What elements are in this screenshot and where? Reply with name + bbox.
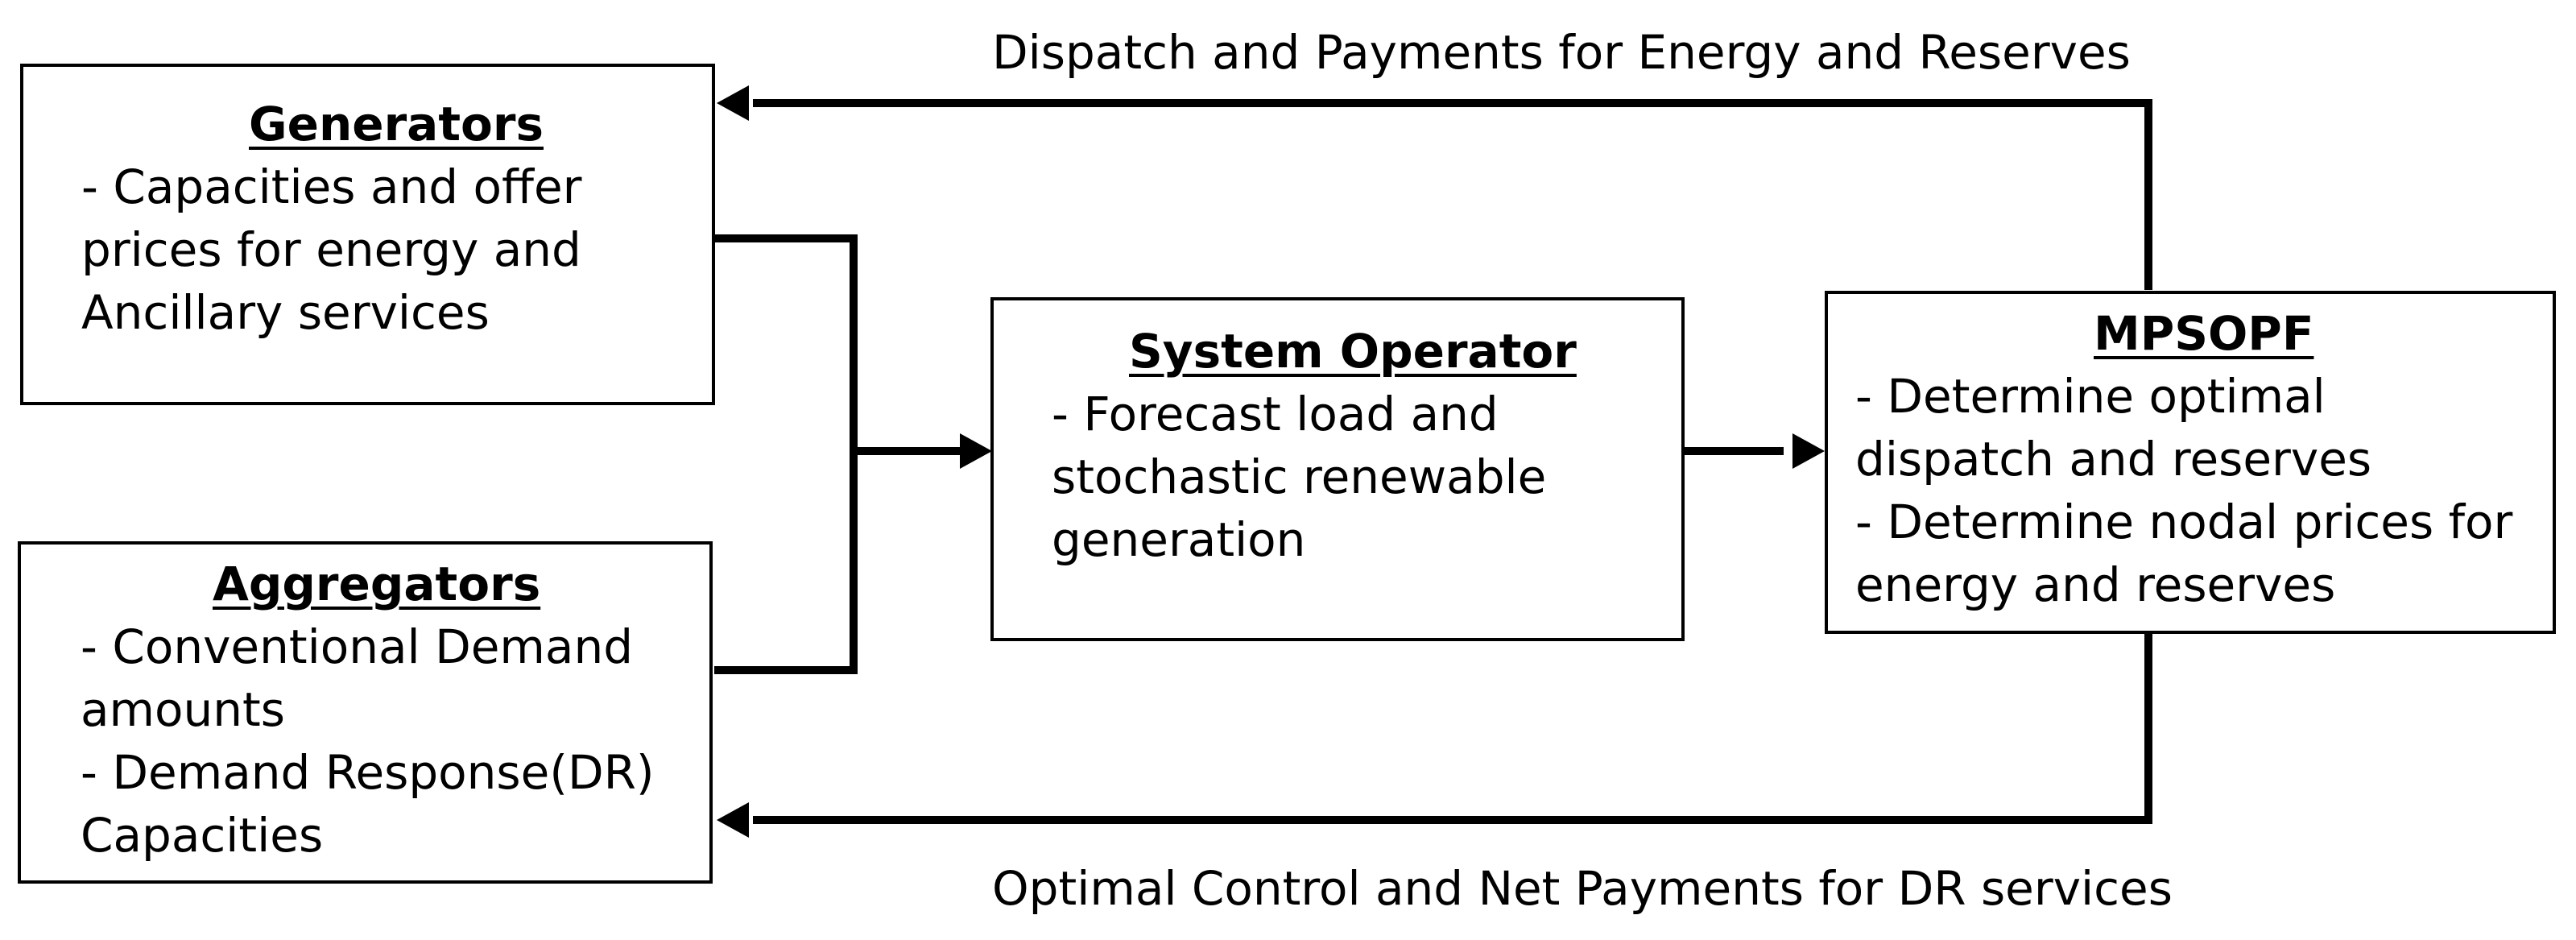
mpsopf-line-3: - Determine nodal prices for	[1855, 495, 2513, 549]
system-operator-box: System Operator - Forecast load and stoc…	[990, 297, 1685, 641]
aggregators-box: Aggregators - Conventional Demand amount…	[18, 541, 713, 884]
generators-box: Generators - Capacities and offer prices…	[20, 64, 715, 405]
aggregators-description: - Conventional Demand amounts - Demand R…	[81, 615, 655, 867]
bottom-edge-label: Optimal Control and Net Payments for DR …	[992, 861, 2173, 916]
arrowhead-system-operator	[960, 433, 992, 469]
mpsopf-line-2: dispatch and reserves	[1855, 432, 2372, 487]
mpsopf-description: - Determine optimal dispatch and reserve…	[1855, 365, 2512, 616]
mpsopf-line-1: - Determine optimal	[1855, 369, 2326, 424]
mpsopf-box: MPSOPF - Determine optimal dispatch and …	[1825, 291, 2556, 634]
arrowhead-mpsopf	[1792, 433, 1825, 469]
arrowhead-aggregators	[717, 802, 749, 838]
top-edge-label: Dispatch and Payments for Energy and Res…	[992, 25, 2131, 80]
aggregators-line-2: amounts	[81, 682, 286, 737]
generators-title: Generators	[249, 97, 544, 151]
system-operator-line-1: - Forecast load and	[1052, 387, 1499, 441]
mpsopf-line-4: energy and reserves	[1855, 557, 2336, 612]
mpsopf-to-generators-line	[753, 99, 2152, 290]
generators-line-3: Ancillary services	[81, 285, 490, 340]
generators-to-junction-line	[714, 234, 858, 674]
generators-line-2: prices for energy and	[81, 222, 581, 277]
generators-description: - Capacities and offer prices for energy…	[81, 155, 582, 344]
system-operator-line-2: stochastic renewable	[1052, 449, 1547, 504]
aggregators-line-3: - Demand Response(DR)	[81, 745, 655, 800]
system-operator-title: System Operator	[1129, 324, 1577, 379]
generators-line-1: - Capacities and offer	[81, 159, 582, 214]
arrowhead-generators	[717, 85, 749, 121]
aggregators-title: Aggregators	[213, 557, 541, 611]
aggregators-line-1: - Conventional Demand	[81, 619, 634, 674]
system-operator-description: - Forecast load and stochastic renewable…	[1052, 383, 1546, 571]
system-operator-line-3: generation	[1052, 512, 1306, 567]
aggregators-line-4: Capacities	[81, 808, 324, 863]
mpsopf-title: MPSOPF	[2094, 306, 2314, 361]
mpsopf-to-aggregators-line	[753, 634, 2152, 824]
